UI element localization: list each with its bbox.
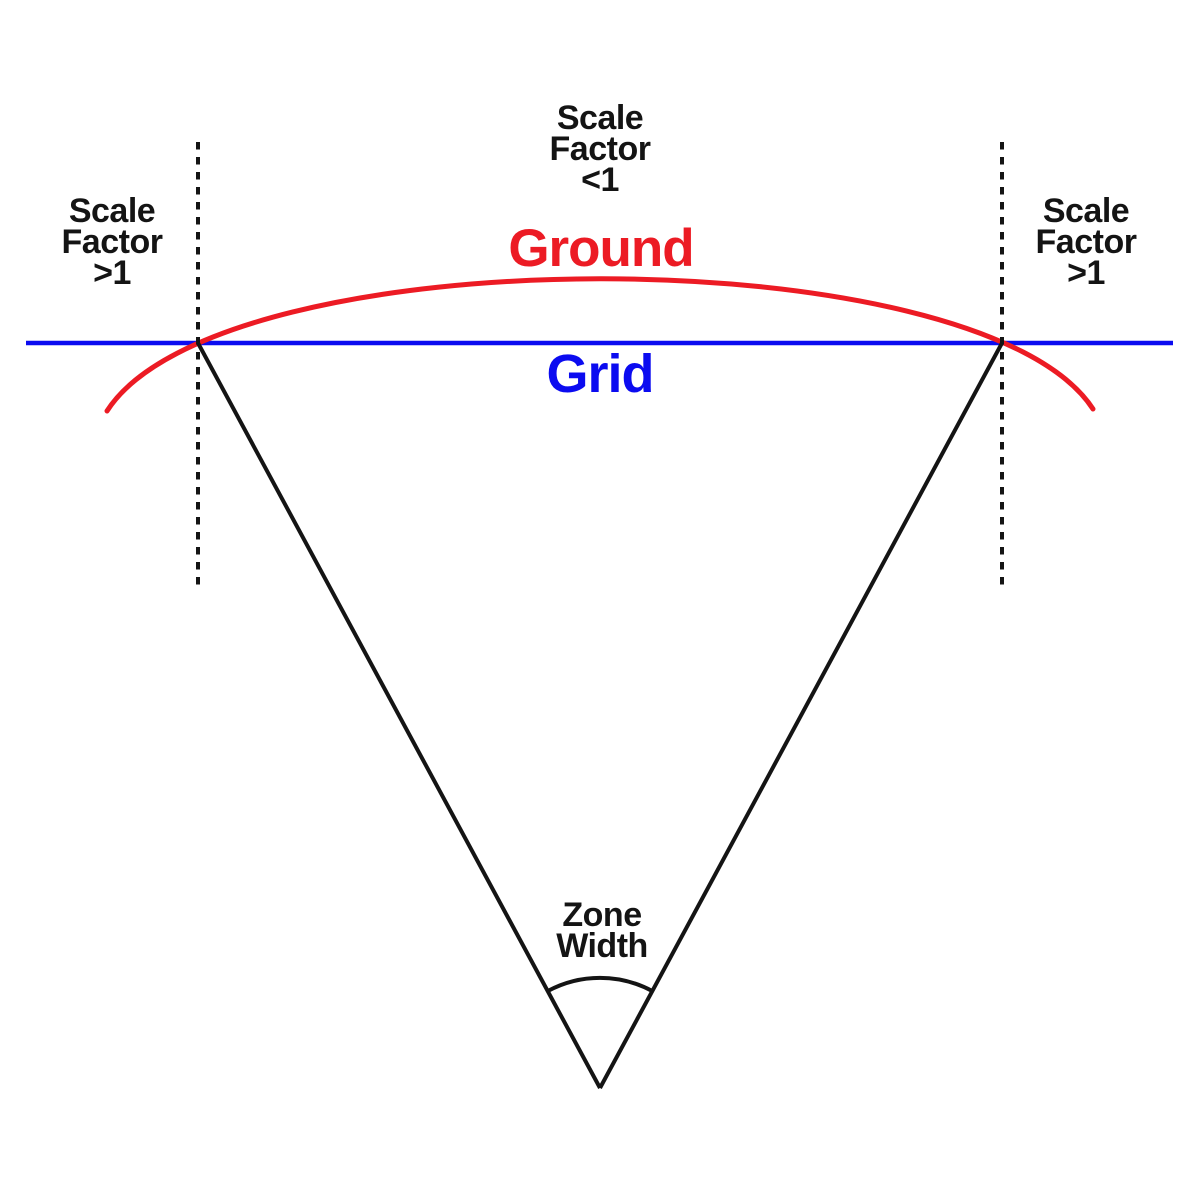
triangle-right-side [598,342,1004,1089]
ground-label: Ground [508,219,694,278]
scale-factor-center-label: Scale Factor <1 [549,99,651,199]
triangle-left-side [196,342,602,1089]
scale-factor-right-label: Scale Factor >1 [1035,192,1137,292]
scale-factor-left-label: Scale Factor >1 [61,192,163,292]
ground-curve [104,276,1096,414]
zone-width-label: Zone Width [556,896,648,965]
grid-label: Grid [546,344,654,404]
zone-width-arc [546,975,654,993]
